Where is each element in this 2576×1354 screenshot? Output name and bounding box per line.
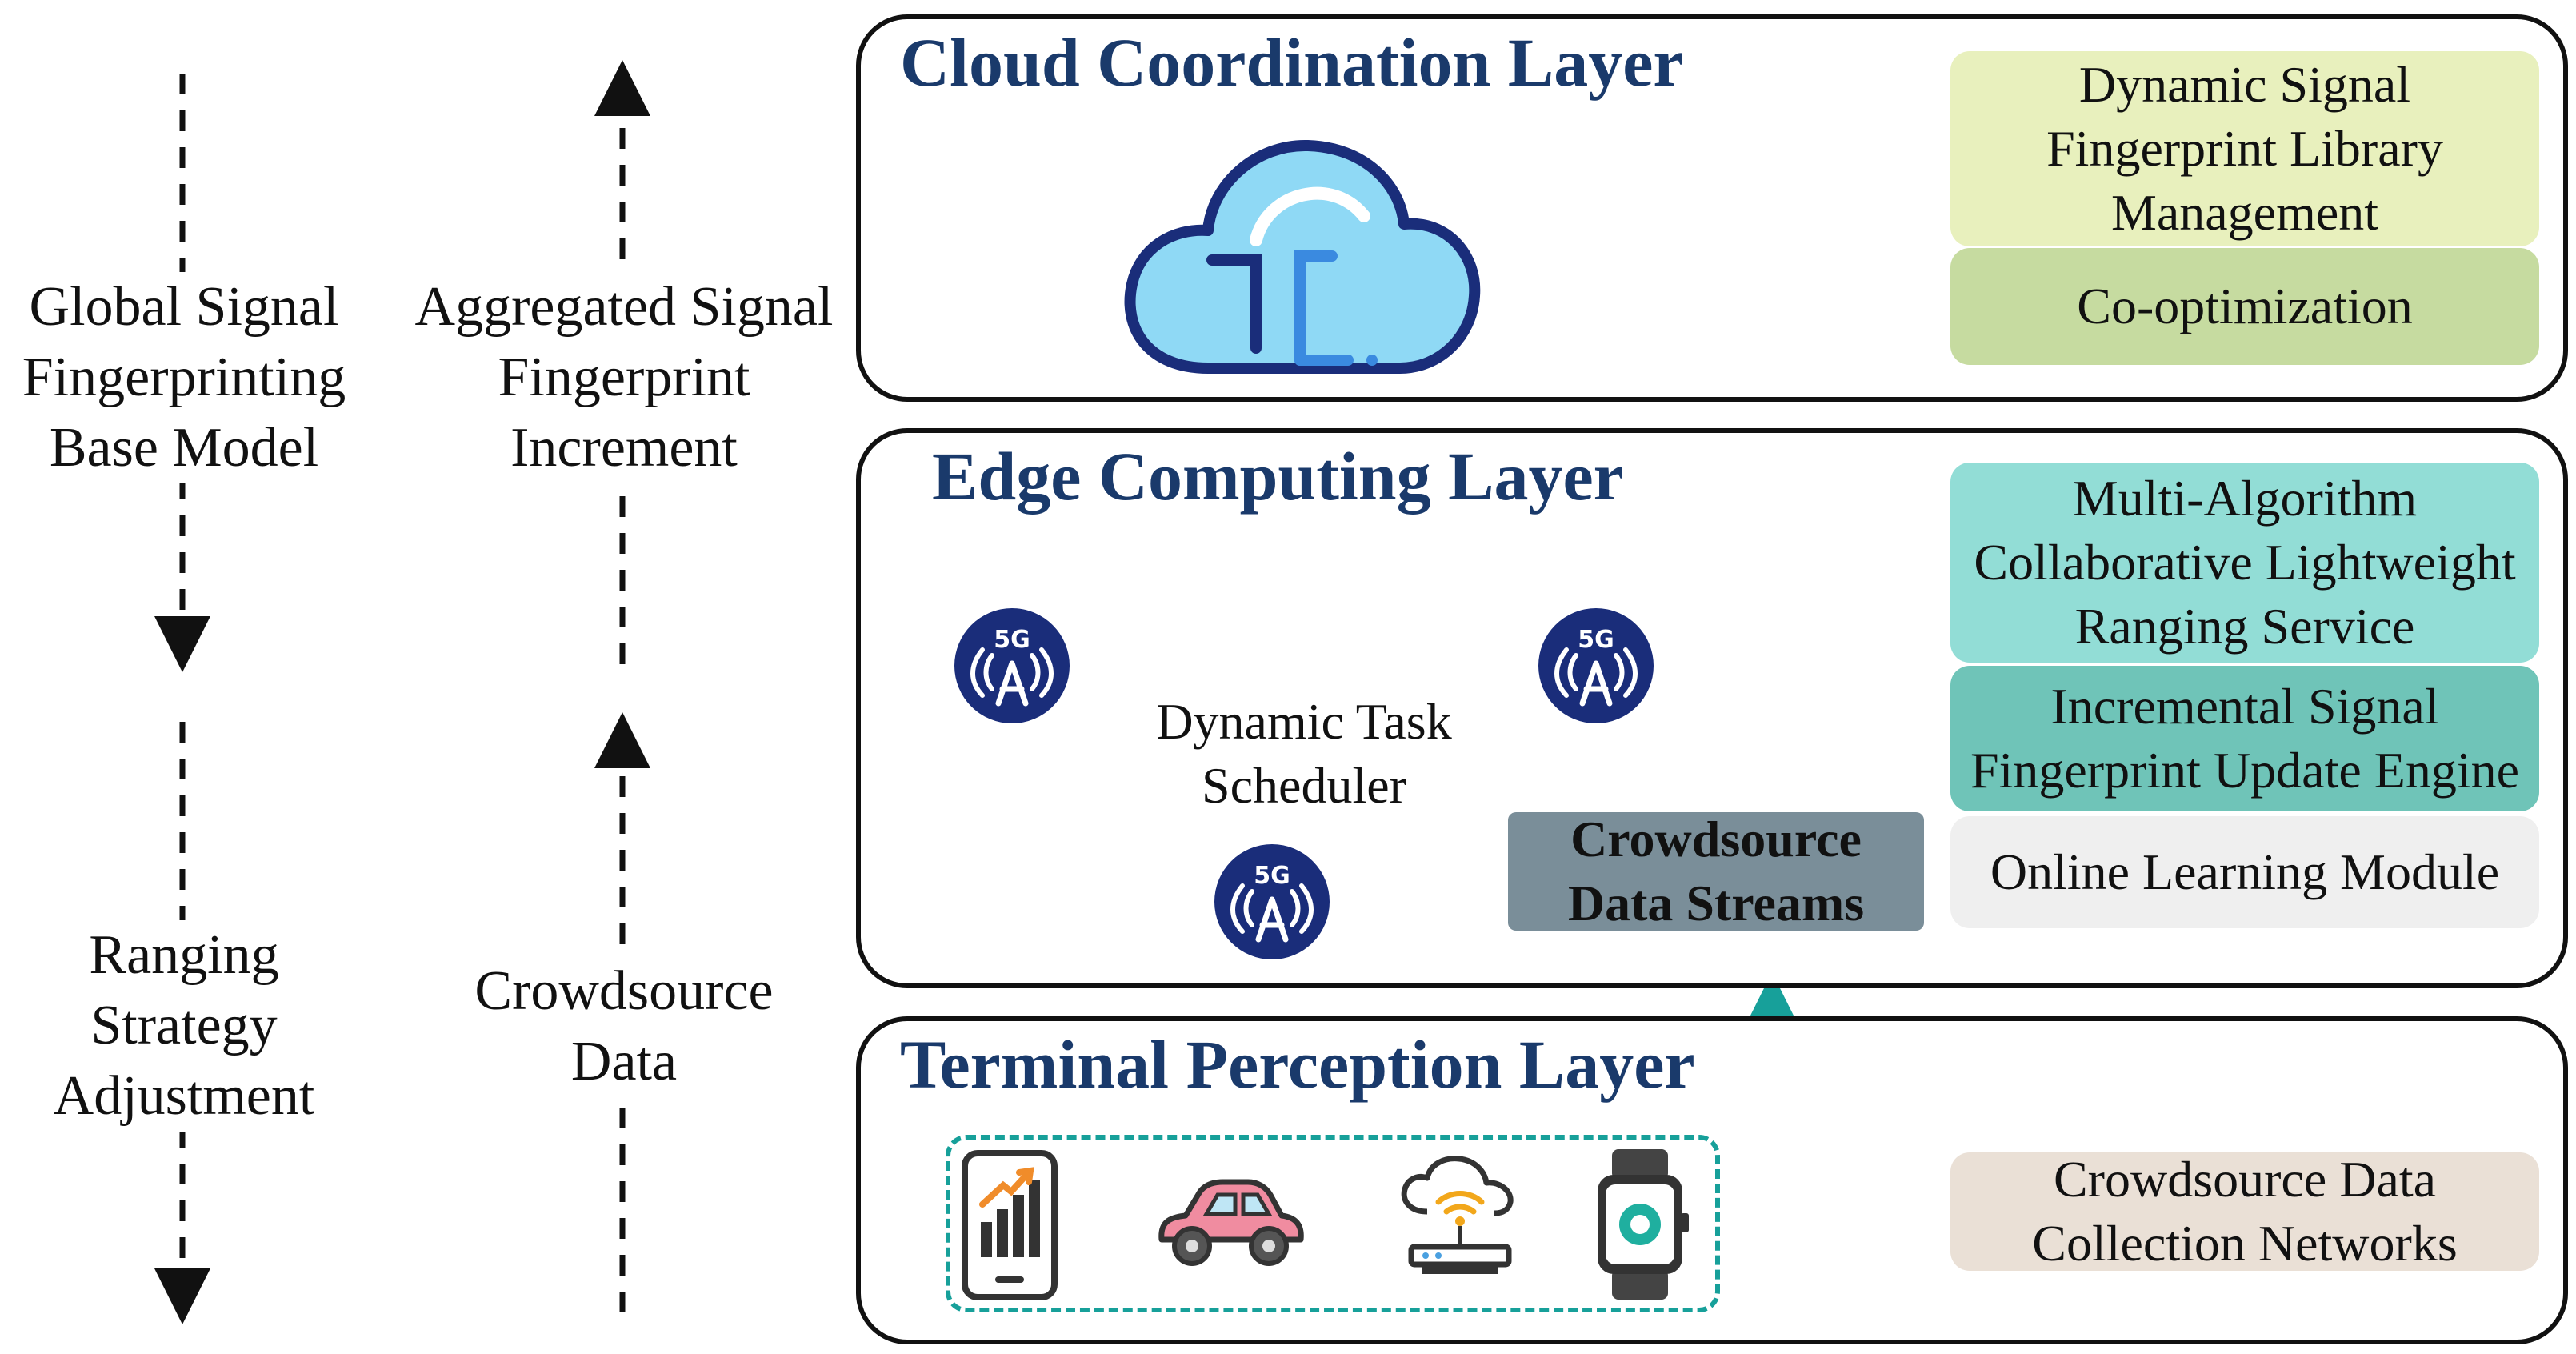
tower-5g-icon-left: 5G — [954, 608, 1070, 723]
dynamic-task-scheduler-label: Dynamic Task Scheduler — [1156, 693, 1452, 814]
smartphone-icon — [962, 1150, 1058, 1300]
iot-gateway-icon — [1401, 1156, 1514, 1274]
tower-5g-icon-right: 5G — [1538, 608, 1654, 723]
aggregated-label: Aggregated Signal Fingerprint Increment — [400, 272, 848, 483]
terminal-module-collection-networks: Crowdsource Data Collection Networks — [1950, 1151, 2539, 1272]
svg-text:5G: 5G — [1578, 626, 1614, 654]
cloud-module-library: Dynamic Signal Fingerprint Library Manag… — [1950, 51, 2539, 246]
tower-5g-icon-bottom: 5G — [1214, 844, 1330, 959]
cloud-module-cooptimization: Co-optimization — [1950, 248, 2539, 365]
edge-module-update-engine: Incremental Signal Fingerprint Update En… — [1950, 666, 2539, 811]
cloud-layer-title: Cloud Coordination Layer — [900, 24, 1684, 101]
svg-text:5G: 5G — [994, 626, 1030, 654]
edge-module-online-learning: Online Learning Module — [1950, 816, 2539, 928]
strategy-label: Ranging Strategy Adjustment — [40, 920, 328, 1132]
edge-layer-title: Edge Computing Layer — [932, 438, 1624, 515]
smartwatch-icon — [1598, 1149, 1689, 1300]
svg-text:5G: 5G — [1254, 862, 1290, 890]
car-icon — [1158, 1179, 1304, 1266]
crowdsource-streams-box: Crowdsource Data Streams — [1508, 811, 1924, 931]
crowdsource-label: Crowdsource Data — [456, 956, 792, 1097]
edge-module-ranging-service: Multi-Algorithm Collaborative Lightweigh… — [1950, 463, 2539, 663]
terminal-layer-title: Terminal Perception Layer — [900, 1026, 1695, 1103]
cloud-upload-icon — [1124, 139, 1481, 374]
device-group-frame — [946, 1135, 1720, 1312]
base-model-label: Global Signal Fingerprinting Base Model — [0, 272, 368, 483]
